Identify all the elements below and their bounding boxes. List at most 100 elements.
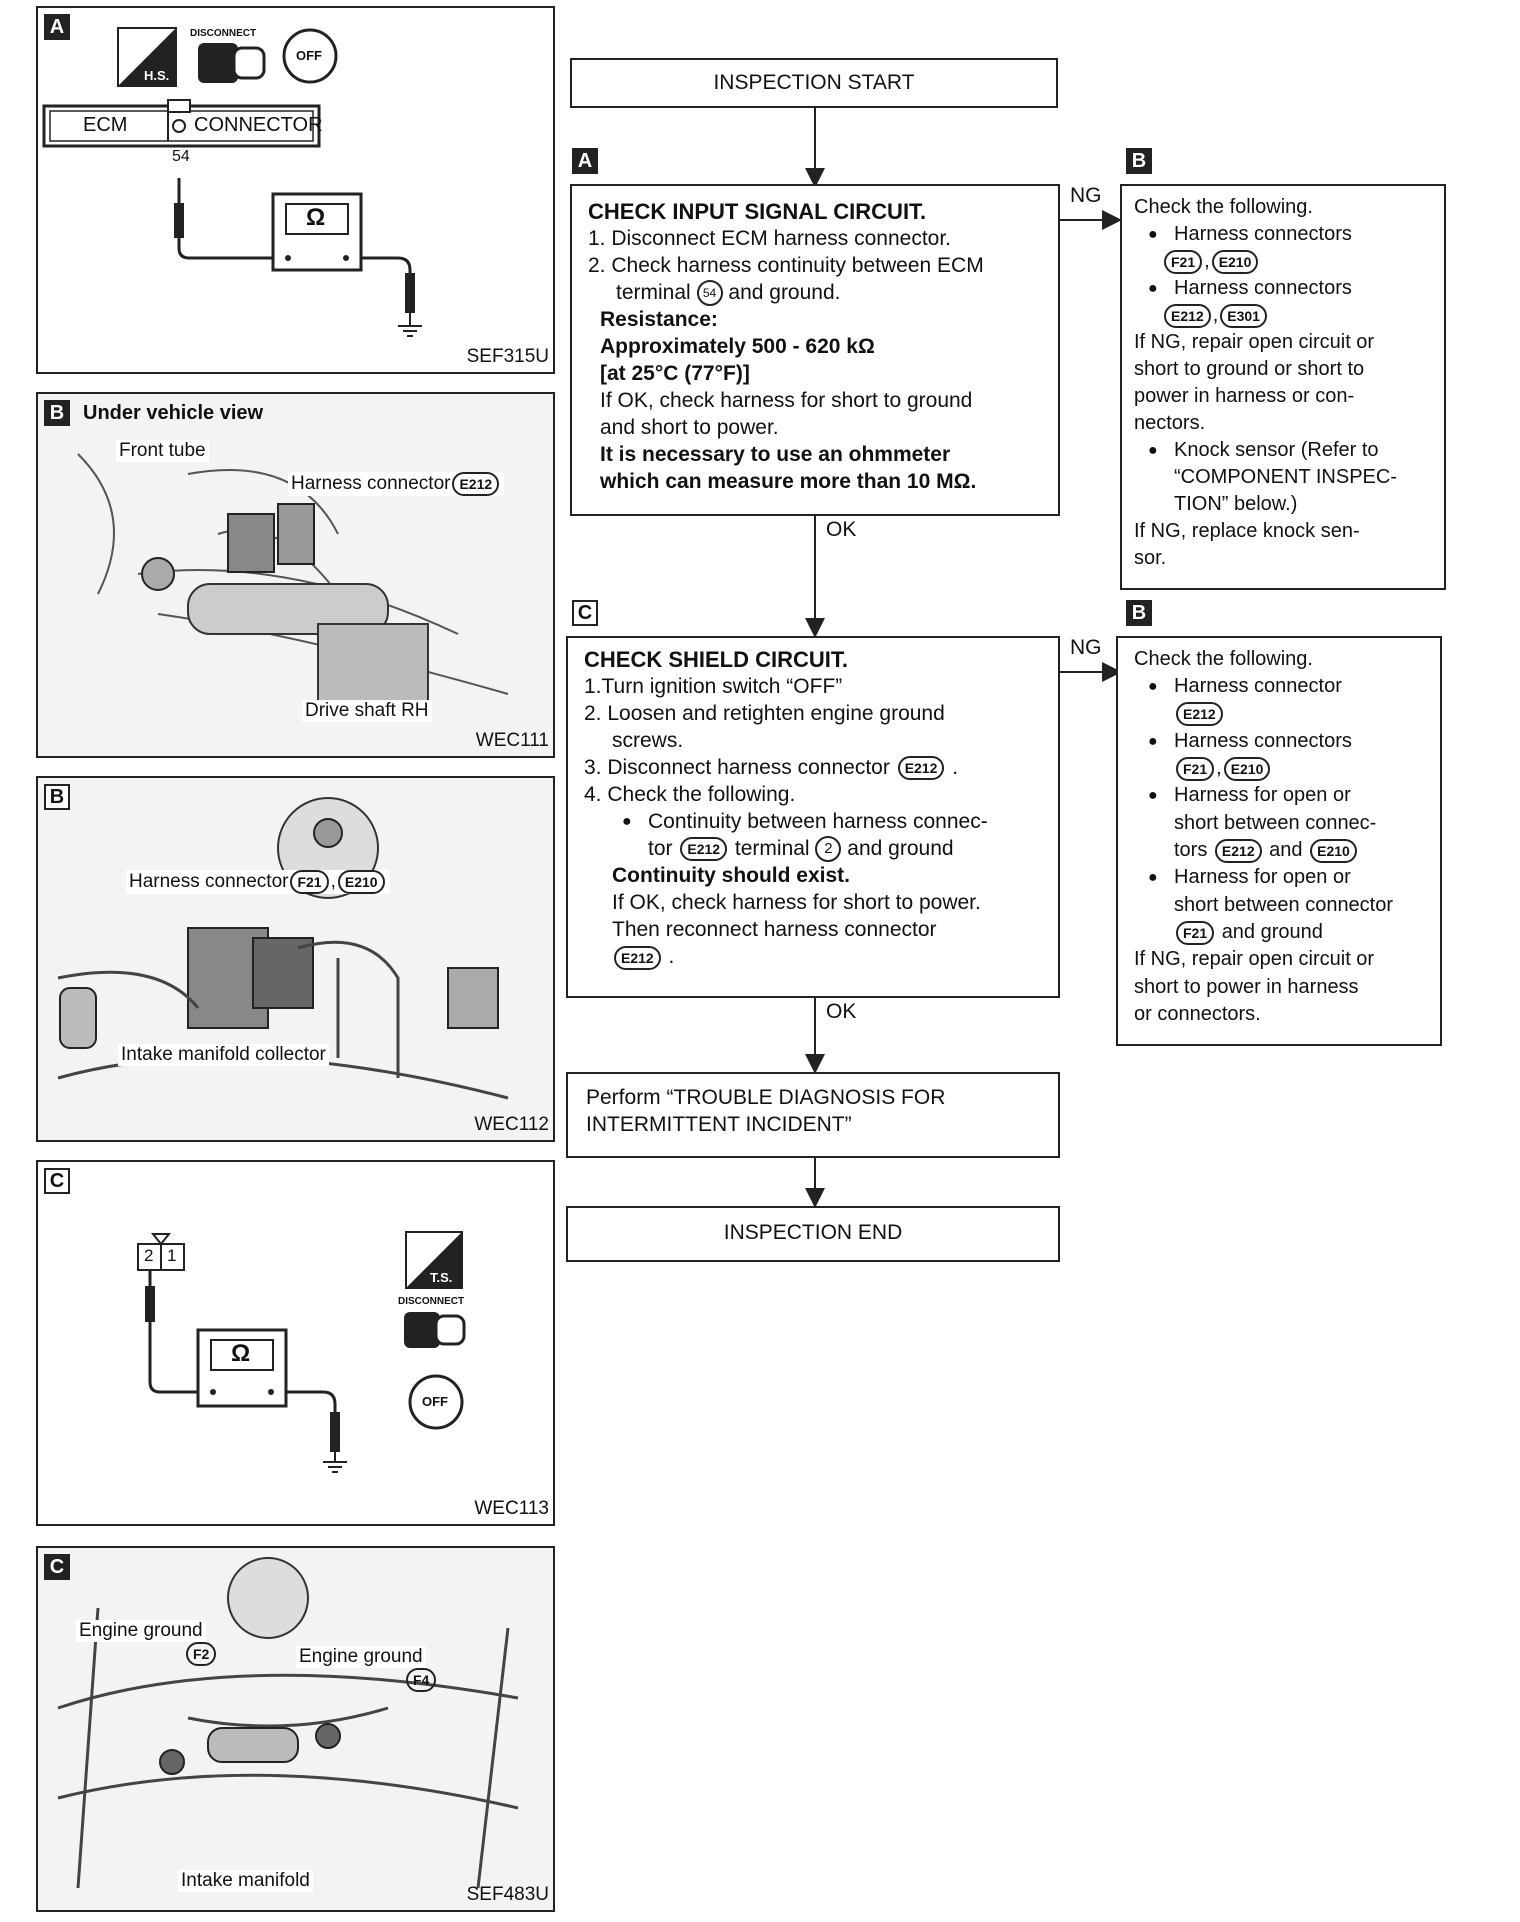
step-line: If NG, replace knock sen- — [1134, 520, 1360, 542]
step-line: terminal 54 and ground. — [588, 279, 1058, 307]
terminal-54-badge: 54 — [696, 280, 723, 307]
connector-f21-badge: F21 — [290, 870, 329, 894]
bullet-item: Harness connectors — [1134, 275, 1444, 302]
panel-c-engine-ground: C Engine ground F2 Engine ground F4 Inta… — [36, 1546, 555, 1912]
check-following-box-1: Check the following. Harness connectors … — [1120, 184, 1446, 590]
panel-tag: B — [44, 784, 70, 810]
bullet-item: Harness connectors — [1134, 728, 1440, 756]
check-shield-circuit-box: CHECK SHIELD CIRCUIT. 1.Turn ignition sw… — [566, 636, 1060, 998]
ng-label: NG — [1070, 636, 1102, 659]
step-tag-c: C — [572, 600, 598, 626]
connector-list: F21,E210 — [1134, 248, 1444, 275]
step-line: sor. — [1134, 547, 1167, 569]
off-key-icon: OFF — [422, 1394, 448, 1409]
figure-code: WEC112 — [474, 1114, 549, 1135]
step-line: short between connector — [1174, 893, 1394, 916]
disconnect-icon-label: DISCONNECT — [190, 28, 257, 39]
step-line: 2. Loosen and retighten engine ground — [584, 702, 945, 725]
connector-e212-badge: E212 — [897, 756, 945, 781]
panel-tag: C — [44, 1554, 70, 1580]
step-line: 1.Turn ignition switch “OFF” — [584, 675, 843, 698]
bullet-item: Continuity between harness connec- — [608, 808, 1058, 835]
inspection-start-box: INSPECTION START — [570, 58, 1058, 108]
ok-label: OK — [826, 518, 857, 541]
drive-shaft-label: Drive shaft RH — [302, 700, 432, 722]
step-line: screws. — [612, 729, 684, 752]
step-line: short to ground or short to — [1134, 358, 1365, 380]
bullet-item: Harness for open or — [1134, 782, 1440, 810]
shield-test-diagram — [137, 1231, 466, 1473]
off-key-icon: OFF — [296, 48, 322, 63]
connector-list: F21,E210 — [1134, 755, 1440, 782]
panel-tag: B — [44, 400, 70, 426]
step-tag-a: A — [572, 148, 598, 174]
step-line: If OK, check harness for short to power. — [612, 891, 981, 915]
connector-list: E212,E301 — [1134, 302, 1444, 329]
panel-tag: C — [44, 1168, 70, 1194]
step-line: F21 and ground — [1134, 919, 1440, 946]
intake-collector-label: Intake manifold collector — [118, 1044, 329, 1066]
step-line: If NG, repair open circuit or — [1134, 948, 1375, 971]
step-line: short to power in harness — [1134, 975, 1359, 998]
step-line: Check the following. — [1134, 648, 1313, 670]
front-tube-label: Front tube — [116, 440, 209, 462]
step-line: E212 . — [584, 943, 1058, 970]
resistance-temp: [at 25°C (77°F)] — [600, 362, 750, 386]
step-line: or connectors. — [1134, 1002, 1261, 1025]
figure-code: SEF315U — [466, 346, 549, 367]
hs-icon-label: H.S. — [144, 68, 170, 83]
f4-badge: F4 — [404, 1668, 438, 1692]
step-line: nectors. — [1134, 412, 1206, 434]
step-tag-b: B — [1126, 148, 1152, 174]
step-line: 4. Check the following. — [584, 783, 796, 806]
intake-manifold-label: Intake manifold — [178, 1870, 313, 1892]
step-line: “COMPONENT INSPEC- — [1174, 466, 1397, 488]
engine-ground-illustration — [57, 1557, 519, 1889]
connector-label: CONNECTOR — [194, 114, 323, 136]
step-line: tors E212 and E210 — [1134, 837, 1440, 864]
under-vehicle-illustration — [77, 453, 509, 715]
ts-icon-label: T.S. — [430, 1270, 453, 1285]
step-line: and short to power. — [600, 416, 779, 440]
harness-connector-illustration — [57, 797, 509, 1100]
step-line: 1. Disconnect ECM harness connector. — [588, 227, 952, 250]
step-line: Then reconnect harness connector — [612, 918, 937, 942]
engine-ground-2-label: Engine ground — [296, 1646, 426, 1668]
step-line: Perform “TROUBLE DIAGNOSIS FOR — [586, 1086, 946, 1109]
step-line: 2. Check harness continuity between ECM — [588, 254, 984, 277]
check-following-box-2: Check the following. Harness connector E… — [1116, 636, 1442, 1046]
ohm-symbol: Ω — [231, 1340, 251, 1367]
connector-e212-badge: E212 — [452, 472, 500, 496]
figure-code: WEC111 — [475, 730, 549, 751]
step-title: CHECK INPUT SIGNAL CIRCUIT. — [588, 199, 927, 224]
terminal-number: 54 — [172, 148, 190, 165]
panel-b-under-vehicle: B Under vehicle view Front tube Harness … — [36, 392, 555, 758]
inspection-end-box: INSPECTION END — [566, 1206, 1060, 1262]
step-line: Check the following. — [1134, 196, 1313, 218]
bullet-item: Harness for open or — [1134, 864, 1440, 892]
panel-c-shield-test: C 2 1 Ω T.S. DISCONNECT OFF WEC113 — [36, 1160, 555, 1526]
engine-ground-1-label: Engine ground — [76, 1620, 206, 1642]
panel-tag: A — [44, 14, 70, 40]
panel-a-ecm-test: A H.S. DISCONNECT OFF ECM CONNECTOR 54 Ω… — [36, 6, 555, 374]
figure-code: WEC113 — [474, 1498, 549, 1519]
step-line: short between connec- — [1174, 811, 1377, 834]
step-line: power in harness or con- — [1134, 385, 1355, 407]
f2-badge: F2 — [184, 1642, 218, 1666]
step-line: If NG, repair open circuit or — [1134, 331, 1375, 353]
figure-code: SEF483U — [466, 1884, 549, 1905]
ohm-symbol: Ω — [306, 204, 326, 231]
pin-2-label: 2 — [144, 1246, 154, 1265]
step-tag-b: B — [1126, 600, 1152, 626]
ng-label: NG — [1070, 184, 1102, 207]
connector-list: E212 — [1134, 701, 1440, 728]
bullet-item: Harness connector — [1134, 673, 1440, 701]
bullet-item: Knock sensor (Refer to — [1134, 437, 1444, 464]
step-title: CHECK SHIELD CIRCUIT. — [584, 647, 849, 672]
trouble-diagnosis-box: Perform “TROUBLE DIAGNOSIS FOR INTERMITT… — [566, 1072, 1060, 1158]
step-line: tor E212 terminal 2 and ground — [584, 835, 1058, 863]
ohmmeter-note: which can measure more than 10 MΩ. — [600, 470, 977, 494]
